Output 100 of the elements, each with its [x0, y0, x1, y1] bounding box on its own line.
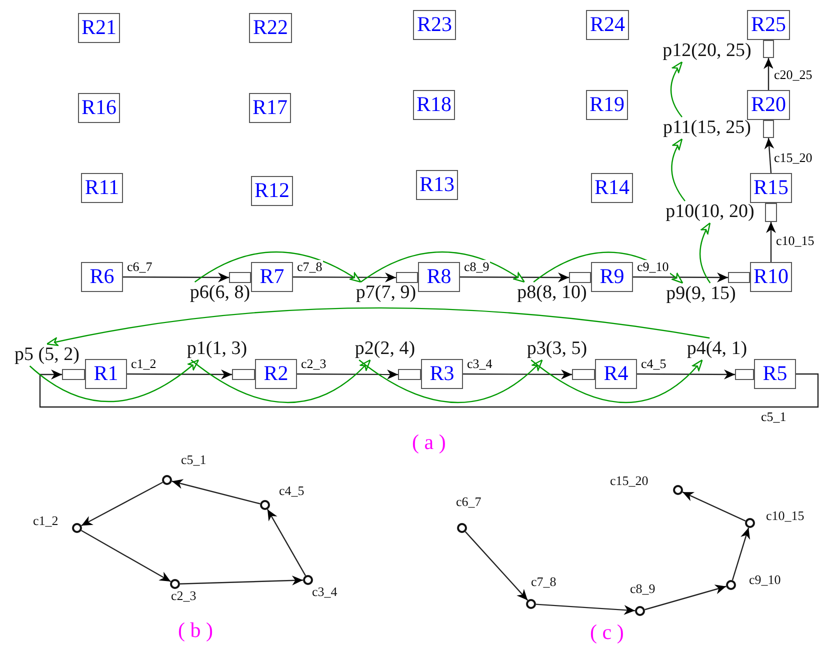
- router-box: R8: [418, 262, 460, 292]
- edge-label: c3_4: [466, 357, 494, 371]
- buffer-box: [398, 369, 421, 380]
- router-box: R23: [413, 10, 456, 40]
- packet-label: p1(1, 3): [180, 338, 254, 360]
- buffer-box: [396, 272, 418, 283]
- curved-arrow: [530, 359, 703, 404]
- edge-label: c20_25: [773, 68, 814, 82]
- router-box: R24: [586, 10, 629, 40]
- node-label: c6_7: [456, 494, 482, 510]
- router-box: R16: [78, 93, 120, 123]
- buffer-box: [229, 272, 251, 283]
- node-label: c9_10: [749, 572, 781, 588]
- router-box: R22: [249, 13, 292, 43]
- packet-label: p9(9, 15): [655, 283, 747, 305]
- router-box: R6: [81, 262, 123, 292]
- arrow: [127, 370, 232, 380]
- arrow: [766, 222, 776, 262]
- edge-label: c9_10: [636, 260, 670, 274]
- curved-arrow: [670, 61, 683, 118]
- node-label: c5_1: [181, 452, 206, 468]
- arrow: [536, 604, 636, 615]
- edge-label: c5_1: [760, 410, 788, 424]
- router-box: R1: [85, 359, 127, 389]
- curved-arrow: [194, 251, 362, 283]
- router-box: R3: [421, 359, 463, 389]
- router-box: R10: [750, 262, 792, 292]
- arrow: [732, 528, 750, 580]
- arrow: [463, 370, 572, 380]
- panel-label: ( b ): [178, 618, 213, 643]
- packet-label: p4(4, 1): [680, 338, 754, 360]
- panel-label: ( a ): [412, 430, 446, 455]
- buffer-box: [62, 369, 85, 380]
- arrow: [764, 138, 774, 174]
- curved-arrow: [358, 359, 543, 404]
- node-label: c2_3: [171, 588, 196, 604]
- arrow: [633, 272, 728, 282]
- arrow: [637, 370, 735, 380]
- edge-label: c6_7: [126, 260, 154, 274]
- edge-label: c7_8: [296, 260, 324, 274]
- router-box: R2: [255, 359, 297, 389]
- router-box: R25: [747, 10, 790, 40]
- buffer-box: [572, 369, 595, 380]
- router-box: R4: [595, 359, 637, 389]
- router-box: R9: [591, 262, 633, 292]
- curved-arrow: [29, 359, 200, 402]
- edge-label: c4_5: [640, 357, 668, 371]
- arrow: [644, 584, 726, 610]
- arrow: [81, 482, 163, 526]
- packet-label: p2(2, 4): [348, 338, 422, 360]
- curved-arrow: [46, 307, 710, 346]
- node-label: c1_2: [33, 513, 58, 529]
- buffer-box: [232, 369, 255, 380]
- router-box: R12: [251, 176, 293, 206]
- buffer-box: [763, 120, 774, 138]
- arrow: [682, 492, 746, 522]
- arrow: [764, 58, 774, 90]
- router-box: R14: [591, 173, 633, 203]
- router-box: R19: [586, 90, 628, 120]
- packet-label: p12(20, 25): [657, 40, 757, 62]
- node-label: c3_4: [312, 584, 338, 600]
- router-box: R15: [750, 173, 792, 203]
- node-label: c10_15: [766, 508, 804, 524]
- arrow: [266, 509, 306, 576]
- buffer-box: [728, 272, 750, 283]
- arrow: [172, 479, 260, 504]
- curved-arrow: [360, 251, 525, 283]
- curved-arrow: [190, 359, 371, 404]
- buffer-box: [735, 369, 754, 380]
- curved-arrow: [671, 138, 686, 202]
- router-box: R17: [249, 93, 291, 123]
- router-box: R18: [413, 90, 455, 120]
- node-label: c8_9: [630, 581, 656, 597]
- arrow: [39, 370, 819, 408]
- router-box: R21: [78, 13, 120, 43]
- edge-label: c2_3: [300, 357, 328, 371]
- arrow: [123, 272, 229, 282]
- arrow: [464, 531, 528, 601]
- arrow: [180, 576, 304, 586]
- arrow: [81, 530, 171, 582]
- router-box: R11: [81, 173, 123, 203]
- router-box: R7: [251, 262, 293, 292]
- edge-label: c10_15: [775, 234, 816, 248]
- node-label: c4_5: [279, 483, 304, 499]
- panel-label: ( c ): [590, 620, 624, 645]
- router-box: R13: [416, 170, 458, 200]
- packet-label: p10(10, 20): [660, 201, 760, 223]
- node-label: c15_20: [610, 473, 648, 489]
- arrow: [297, 370, 398, 380]
- packet-label: p11(15, 25): [657, 117, 757, 139]
- arrow: [460, 272, 569, 282]
- buffer-box: [569, 272, 591, 283]
- buffer-box: [765, 203, 777, 222]
- packet-label: p3(3, 5): [520, 338, 594, 360]
- curved-arrow: [699, 222, 711, 284]
- buffer-box: [763, 40, 774, 58]
- router-box: R5: [754, 359, 796, 389]
- router-box: R20: [747, 90, 790, 120]
- edge-label: c8_9: [463, 260, 490, 274]
- arrow: [293, 272, 396, 282]
